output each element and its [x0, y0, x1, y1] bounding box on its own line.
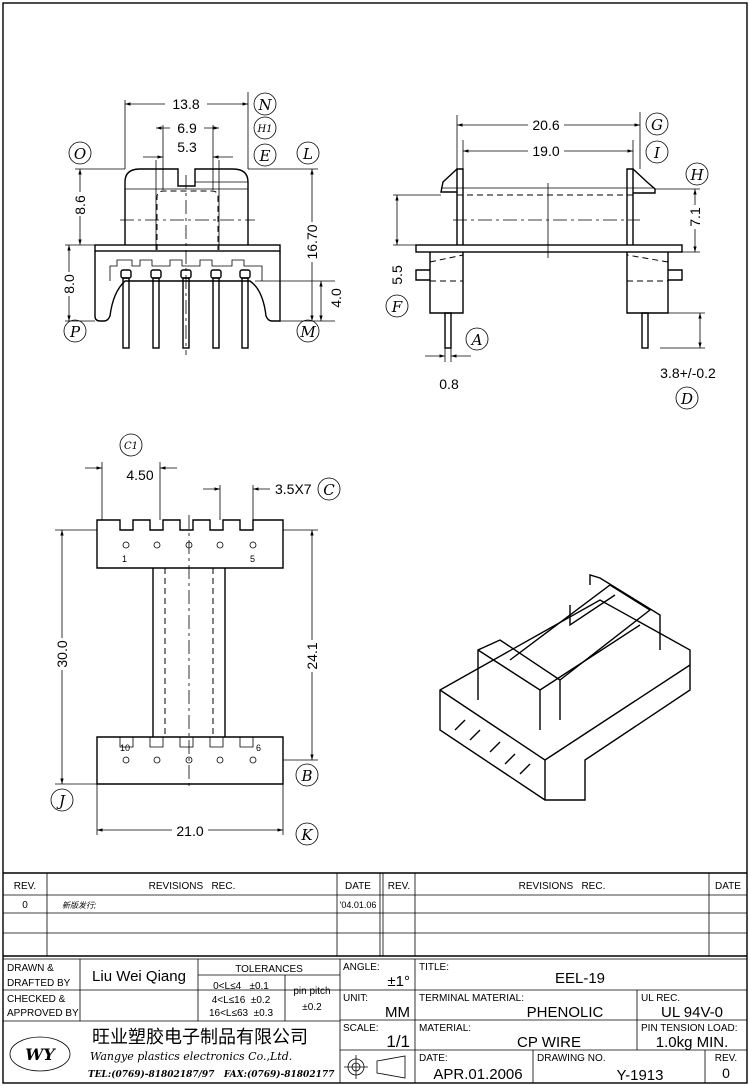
dim-5-3: 5.3 — [177, 139, 197, 155]
front-view: 13.8 6.9 5.3 8.6 8.0 16.70 4.0 — [61, 92, 344, 355]
rev-header-right: REV. — [388, 881, 410, 892]
tolerance-2: 4<L≤16 ±0.2 — [212, 995, 271, 1006]
pin-number-5: 5 — [250, 554, 255, 564]
company-contact: TEL:(0769)-81802187/97 FAX:(0769)-818021… — [88, 1069, 335, 1080]
drafted-label: DRAFTED BY — [7, 978, 71, 989]
projection-symbol-icon — [344, 1055, 406, 1079]
scale-value: 1/1 — [386, 1032, 410, 1051]
label-P: P — [69, 323, 81, 341]
rev-label: REV. — [715, 1053, 737, 1064]
label-C1: C1 — [124, 441, 138, 452]
scale-label: SCALE: — [343, 1023, 379, 1034]
dim-4-50: 4.50 — [126, 467, 153, 483]
label-O: O — [74, 145, 86, 163]
label-H1: H1 — [256, 124, 272, 135]
label-C: C — [323, 481, 335, 499]
pin-number-1: 1 — [122, 554, 127, 564]
dim-6-9: 6.9 — [177, 120, 197, 136]
label-B: B — [300, 767, 312, 785]
pin-number-10: 10 — [120, 743, 130, 753]
dim-19-0: 19.0 — [532, 143, 559, 159]
ul-rec-label: UL REC. — [641, 993, 680, 1004]
dim-3-8: 3.8+/-0.2 — [660, 365, 716, 381]
label-L: L — [302, 145, 313, 163]
pins — [120, 269, 251, 349]
date-label: DATE: — [419, 1053, 448, 1064]
date-header-left: DATE — [345, 881, 371, 892]
unit-value: MM — [385, 1004, 410, 1021]
drawing-no-value: Y-1913 — [617, 1067, 664, 1084]
logo-text: WY — [25, 1045, 56, 1064]
dim-5-5: 5.5 — [389, 265, 405, 285]
reference-labels: N H1 E O L P M G I H F A D C1 C B J K — [50, 92, 709, 846]
label-N: N — [257, 96, 272, 114]
material-value: CP WIRE — [517, 1034, 581, 1051]
dim-13-8: 13.8 — [172, 96, 199, 112]
pin-number-6: 6 — [256, 743, 261, 753]
label-F: F — [391, 298, 403, 316]
unit-label: UNIT: — [343, 993, 368, 1004]
label-D: D — [680, 390, 693, 408]
pin-tension-value: 1.0kg MIN. — [656, 1034, 729, 1051]
material-label: MATERIAL: — [419, 1023, 471, 1034]
checked-label: CHECKED & — [7, 994, 66, 1005]
dim-20-6: 20.6 — [532, 117, 559, 133]
revision-row-date: '04.01.06 — [340, 900, 377, 910]
dim-3-5x7: 3.5X7 — [275, 481, 312, 497]
revision-table: REV. REVISIONS REC. DATE REV. REVISIONS … — [3, 872, 747, 957]
dim-7-1: 7.1 — [687, 207, 703, 227]
revision-row-rev: 0 — [22, 900, 28, 911]
angle-value: ±1° — [387, 973, 410, 990]
dim-0-8: 0.8 — [439, 376, 459, 392]
dim-8-6: 8.6 — [72, 195, 88, 215]
drawn-label: DRAWN & — [7, 963, 54, 974]
dim-24-1: 24.1 — [304, 642, 320, 669]
date-value: APR.01.2006 — [433, 1066, 522, 1083]
company-logo — [9, 1036, 71, 1072]
company-name-en: Wangye plastics electronics Co.,Ltd. — [90, 1050, 292, 1063]
dim-4-0: 4.0 — [328, 288, 344, 308]
label-I: I — [653, 144, 661, 162]
title-block: DRAWN & DRAFTED BY Liu Wei Qiang CHECKED… — [3, 958, 747, 1084]
pin-pitch-label: pin pitch — [293, 986, 330, 997]
pin-tension-label: PIN TENSION LOAD: — [641, 1023, 738, 1034]
label-E: E — [259, 147, 271, 165]
drawn-by: Liu Wei Qiang — [92, 968, 186, 985]
title-value: EEL-19 — [555, 970, 605, 987]
label-G: G — [651, 116, 663, 134]
side-view: 20.6 19.0 7.1 5.5 0.8 3.8+/-0.2 — [389, 112, 716, 392]
rev-header-left: REV. — [14, 881, 36, 892]
date-header-right: DATE — [715, 881, 741, 892]
revisions-header-left: REVISIONS REC. — [149, 881, 236, 892]
ul-rec-value: UL 94V-0 — [661, 1004, 723, 1021]
pin-pitch-tolerance: ±0.2 — [302, 1002, 322, 1013]
revisions-header-right: REVISIONS REC. — [519, 881, 606, 892]
rev-value: 0 — [722, 1065, 730, 1081]
terminal-material-label: TERMINAL MATERIAL: — [419, 993, 524, 1004]
drawing-no-label: DRAWING NO. — [537, 1053, 606, 1064]
dim-21-0: 21.0 — [176, 823, 203, 839]
revision-row-rec: 新版发行; — [62, 901, 96, 910]
tolerances-label: TOLERANCES — [235, 964, 303, 975]
bottom-view: 1 5 10 6 4.50 3.5X7 30.0 24.1 21.0 — [54, 462, 320, 839]
tolerance-1: 0<L≤4 ±0.1 — [213, 981, 269, 992]
tolerance-3: 16<L≤63 ±0.3 — [209, 1008, 274, 1019]
dim-16-70: 16.70 — [304, 224, 320, 259]
label-M: M — [299, 323, 316, 341]
isometric-view — [439, 574, 691, 801]
label-H: H — [689, 166, 704, 184]
dim-8-0: 8.0 — [61, 274, 77, 294]
angle-label: ANGLE: — [343, 962, 380, 973]
dim-30-0: 30.0 — [54, 640, 70, 667]
label-K: K — [300, 826, 313, 844]
company-name-cn: 旺业塑胶电子制品有限公司 — [92, 1027, 308, 1047]
title-label: TITLE: — [419, 962, 449, 973]
label-J: J — [56, 792, 66, 810]
approved-label: APPROVED BY — [7, 1008, 79, 1019]
terminal-material-value: PHENOLIC — [527, 1004, 604, 1021]
label-A: A — [470, 331, 483, 349]
